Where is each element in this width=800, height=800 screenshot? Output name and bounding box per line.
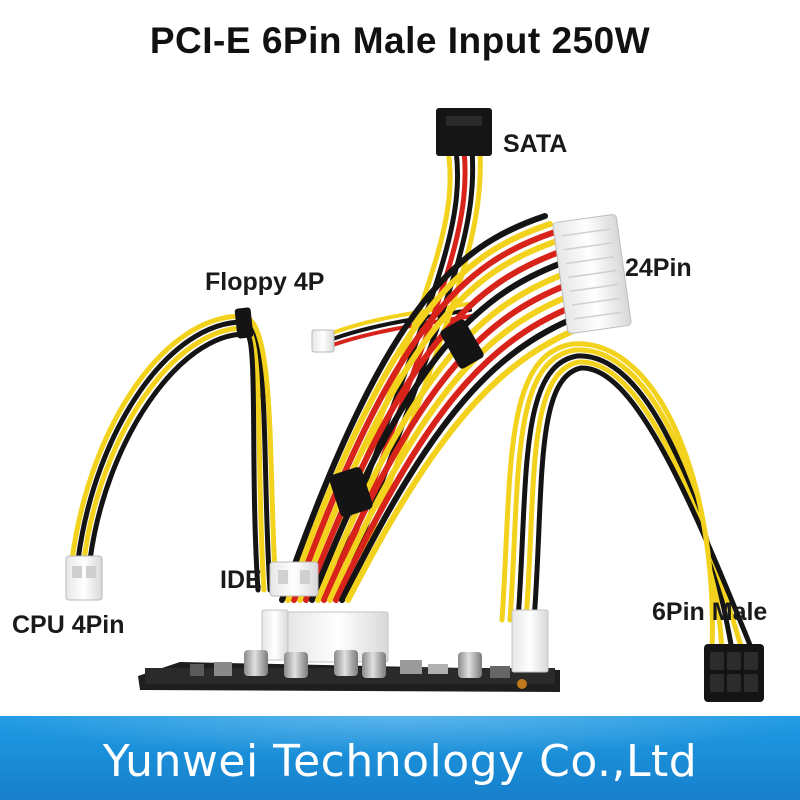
cpu-4pin-cable bbox=[69, 313, 279, 593]
label-6pin-male: 6Pin Male bbox=[652, 598, 768, 626]
label-ide: IDE bbox=[220, 566, 262, 594]
cpu-tie bbox=[234, 307, 254, 339]
label-floppy-4p: Floppy 4P bbox=[205, 268, 325, 296]
label-sata: SATA bbox=[503, 130, 568, 158]
pcb-board bbox=[138, 609, 560, 692]
pcie-6pin-cable bbox=[499, 341, 755, 653]
floppy-connector bbox=[311, 329, 335, 353]
label-24pin: 24Pin bbox=[625, 254, 692, 282]
company-name: Yunwei Technology Co.,Ltd bbox=[102, 736, 698, 787]
page-title: PCI-E 6Pin Male Input 250W bbox=[149, 20, 651, 61]
banner-glow bbox=[0, 716, 800, 756]
pcie-6pin-connector bbox=[704, 644, 764, 702]
sata-connector bbox=[436, 108, 492, 156]
label-cpu-4pin: CPU 4Pin bbox=[12, 611, 125, 639]
bundle-tie-2 bbox=[329, 467, 373, 517]
atx-24pin-bundle bbox=[279, 213, 603, 603]
ide-connector bbox=[269, 561, 319, 597]
cpu-4pin-connector bbox=[65, 555, 103, 601]
company-banner: Yunwei Technology Co.,Ltd bbox=[0, 716, 800, 800]
bundle-tie-1 bbox=[440, 319, 484, 369]
atx-24pin-connector bbox=[552, 214, 632, 334]
